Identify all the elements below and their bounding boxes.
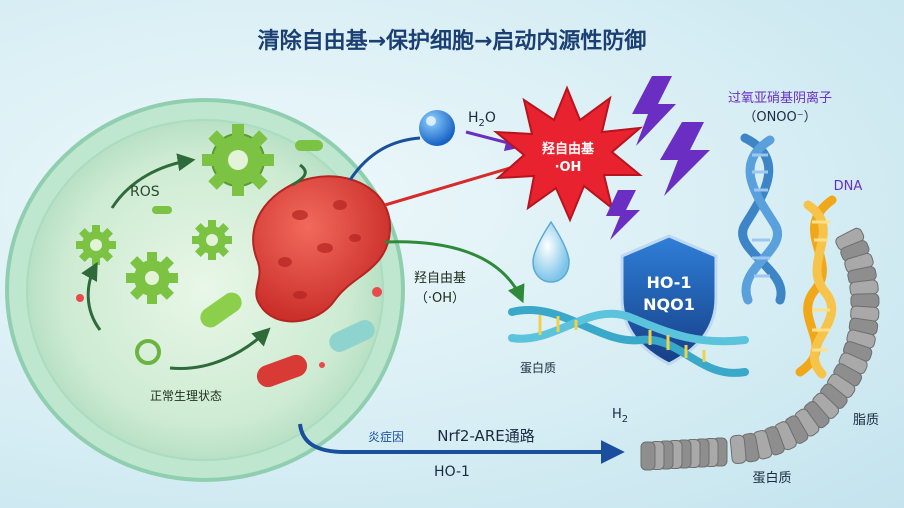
protein-label-2: 蛋白质 <box>752 470 791 486</box>
organelle-green-2 <box>152 206 172 214</box>
gear-medium <box>126 252 178 304</box>
nrf2-label: Nrf2-ARE通路 <box>437 427 534 445</box>
shield-label-line1: HO-1 <box>646 273 691 292</box>
ho1-label: HO-1 <box>434 464 470 480</box>
hydroxyl-label-line1: 羟自由基 <box>414 271 466 286</box>
dot-red-4 <box>319 362 325 368</box>
peroxynitrite-label-line2: （ONOO⁻） <box>743 110 816 125</box>
water-droplet-icon <box>533 222 569 282</box>
lightning-bolt-1 <box>632 76 676 146</box>
burst-label-line2: ·OH <box>555 160 582 175</box>
hydroxyl-label-line2: （·OH） <box>415 291 465 306</box>
hydrogen-sphere <box>419 110 455 146</box>
gear-small-left <box>76 225 116 265</box>
lipid-segment <box>641 442 655 470</box>
lipid-label: 脂质 <box>853 413 879 428</box>
lightning-bolt-2 <box>660 122 710 196</box>
shield-label-line2: NQO1 <box>643 295 695 314</box>
dna-helix-blue <box>743 138 782 300</box>
inflammation-label: 炎症因 <box>368 429 404 444</box>
lightning-bolt-3 <box>606 190 640 240</box>
ros-label: ROS <box>130 184 160 200</box>
dna-label: DNA <box>834 179 863 194</box>
peroxynitrite-label-line1: 过氧亚硝基阴离子 <box>728 90 832 106</box>
page-title: 清除自由基→保护细胞→启动内源性防御 <box>258 28 647 54</box>
water-label: H2O <box>468 110 496 129</box>
dot-red-1 <box>76 294 84 302</box>
gear-small-right <box>192 220 232 260</box>
hydrogen-label: H2 <box>612 407 628 425</box>
organelle-green-1 <box>295 140 323 151</box>
connector-rbc-to-burst <box>385 168 510 205</box>
dot-red-3 <box>372 287 382 297</box>
dna-helix-orange <box>800 200 832 374</box>
protein-label-1: 蛋白质 <box>520 360 556 375</box>
normal-state-label: 正常生理状态 <box>150 389 222 403</box>
gear-large <box>202 124 274 196</box>
lipid-segment <box>730 435 747 464</box>
burst-label-line1: 羟自由基 <box>542 141 595 157</box>
